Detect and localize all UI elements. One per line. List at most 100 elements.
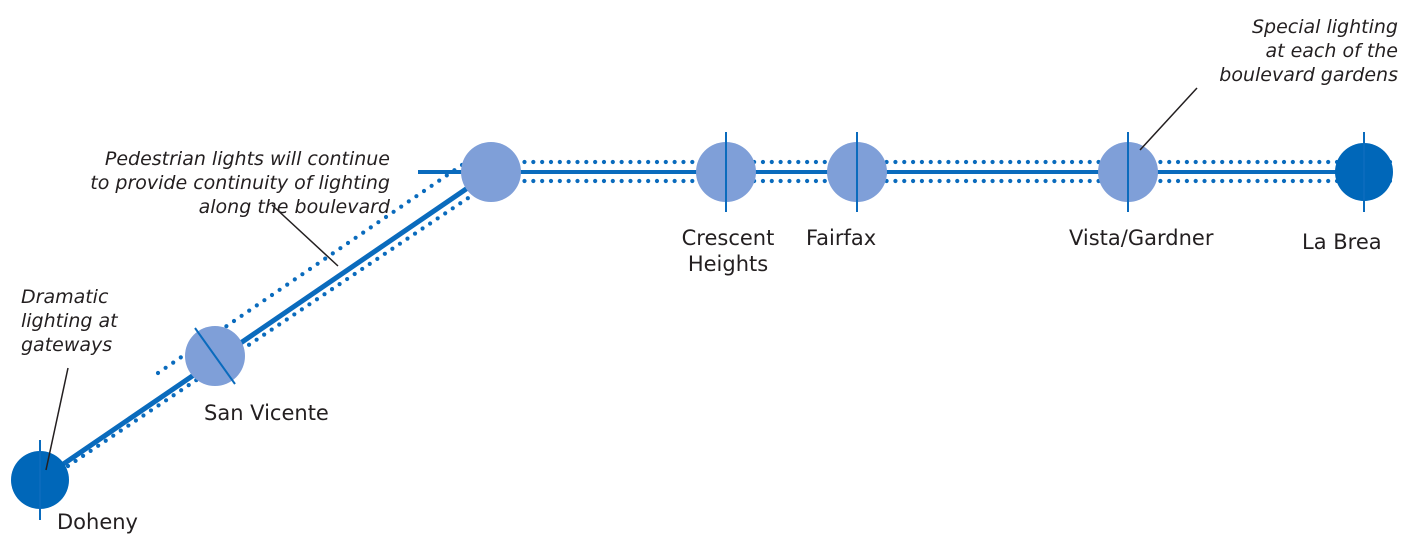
pedestrian-light-dot xyxy=(566,178,571,184)
pedestrian-light-dot xyxy=(1175,178,1181,184)
pedestrian-light-dot xyxy=(367,261,372,266)
pedestrian-light-dot xyxy=(1237,178,1242,184)
pedestrian-light-dot xyxy=(663,178,668,184)
pedestrian-light-dot xyxy=(421,188,427,194)
node-doheny xyxy=(11,440,69,520)
pedestrian-light-dot xyxy=(345,240,351,246)
pedestrian-light-dot xyxy=(928,178,933,184)
pedestrian-light-dot xyxy=(375,256,380,261)
node-label-crescent-heights: Crescent Heights xyxy=(681,226,775,276)
pedestrian-light-dot xyxy=(531,178,536,184)
pedestrian-light-dot xyxy=(610,178,615,184)
pedestrian-light-dot xyxy=(155,370,161,376)
pedestrian-light-dot xyxy=(937,178,942,184)
pedestrian-light-dot xyxy=(1308,159,1313,165)
annotation-pedestrian-lights: Pedestrian lights will continue to provi… xyxy=(90,148,390,218)
pedestrian-light-dot xyxy=(368,225,373,230)
annotation-leaders xyxy=(45,87,1198,471)
pedestrian-light-dot xyxy=(946,178,951,184)
pedestrian-light-dot xyxy=(593,178,598,184)
pedestrian-light-dot xyxy=(1167,159,1172,165)
pedestrian-light-dot xyxy=(435,216,440,221)
pedestrian-light-dot xyxy=(955,159,960,165)
pedestrian-light-dot xyxy=(999,159,1004,165)
pedestrian-light-dot xyxy=(239,313,244,318)
pedestrian-light-dot xyxy=(1220,178,1225,184)
pedestrian-light-dot xyxy=(681,159,686,165)
pedestrian-light-dot xyxy=(902,159,907,165)
pedestrian-light-dot xyxy=(1317,159,1322,165)
pedestrian-light-dot xyxy=(262,332,267,337)
pedestrian-light-dot xyxy=(540,178,545,184)
pedestrian-light-dot xyxy=(1220,159,1225,165)
pedestrian-light-dot xyxy=(1043,159,1048,165)
pedestrian-light-dot xyxy=(269,292,275,298)
pedestrian-light-dot xyxy=(972,159,978,165)
pedestrian-light-dot xyxy=(672,178,677,184)
pedestrian-light-dot xyxy=(654,159,660,165)
pedestrian-light-dot xyxy=(171,360,176,365)
pedestrian-light-dot xyxy=(919,159,925,165)
pedestrian-light-dot xyxy=(796,178,801,184)
pedestrian-light-dot xyxy=(955,178,960,184)
pedestrian-light-dot xyxy=(1299,159,1304,165)
node-label-fairfax: Fairfax xyxy=(806,226,877,250)
pedestrian-light-dot xyxy=(231,318,237,324)
pedestrian-light-dot xyxy=(584,159,589,165)
pedestrian-light-dot xyxy=(822,159,827,165)
pedestrian-light-dot xyxy=(1034,159,1039,165)
leader-pedestrian-lights xyxy=(271,204,339,267)
pedestrian-light-dot xyxy=(646,159,651,165)
pedestrian-light-dot xyxy=(990,178,995,184)
node-label-vista-gardner: Vista/Gardner xyxy=(1069,226,1214,250)
pedestrian-light-dot xyxy=(80,453,86,458)
pedestrian-light-dot xyxy=(405,236,410,241)
pedestrian-light-dot xyxy=(1326,159,1331,165)
pedestrian-light-dot xyxy=(1255,159,1260,165)
pedestrian-light-dot xyxy=(1264,159,1269,165)
node-crescent-heights xyxy=(696,132,756,212)
pedestrian-light-dot xyxy=(179,388,184,393)
pedestrian-light-dot xyxy=(338,246,343,251)
pedestrian-light-dot xyxy=(450,206,455,211)
pedestrian-light-dot xyxy=(391,209,396,214)
pedestrian-light-dot xyxy=(443,211,448,216)
pedestrian-light-dot xyxy=(390,246,395,251)
pedestrian-light-dot xyxy=(292,312,297,317)
pedestrian-light-dot xyxy=(646,178,651,184)
pedestrian-light-dot xyxy=(1069,178,1075,184)
pedestrian-light-dot xyxy=(383,214,389,220)
pedestrian-light-dot xyxy=(285,282,290,287)
pedestrian-light-dot xyxy=(893,178,898,184)
pedestrian-light-dot xyxy=(1008,159,1013,165)
pedestrian-light-dot xyxy=(1299,178,1304,184)
pedestrian-light-dot xyxy=(584,178,589,184)
pedestrian-light-dot xyxy=(910,178,916,184)
pedestrian-light-dot xyxy=(902,178,907,184)
pedestrian-light-dot xyxy=(420,226,425,231)
pedestrian-light-dot xyxy=(337,282,342,287)
pedestrian-light-dot xyxy=(352,271,357,277)
pedestrian-light-dot xyxy=(557,178,562,184)
pedestrian-light-dot xyxy=(672,159,677,165)
pedestrian-light-dot xyxy=(1008,178,1013,184)
pedestrian-light-dot xyxy=(637,178,642,184)
pedestrian-light-dot xyxy=(361,230,366,235)
pedestrian-light-dot xyxy=(1034,178,1039,184)
pedestrian-light-dot xyxy=(937,159,942,165)
pedestrian-light-dot xyxy=(946,159,951,165)
pedestrian-light-dot xyxy=(919,178,925,184)
pedestrian-light-dot xyxy=(1087,178,1092,184)
node-label-la-brea: La Brea xyxy=(1302,230,1382,254)
pedestrian-light-dot xyxy=(299,307,304,312)
pedestrian-light-dot xyxy=(330,251,335,256)
pedestrian-light-dot xyxy=(628,178,633,184)
pedestrian-light-dot xyxy=(1175,159,1181,165)
pedestrian-light-dot xyxy=(1016,178,1022,184)
pedestrian-light-dot xyxy=(1281,159,1287,165)
pedestrian-light-dot xyxy=(1158,159,1163,165)
pedestrian-light-dot xyxy=(428,221,433,226)
pedestrian-light-dot xyxy=(224,324,229,329)
leader-garden-lighting xyxy=(1139,87,1198,151)
pedestrian-light-dot xyxy=(548,159,554,165)
